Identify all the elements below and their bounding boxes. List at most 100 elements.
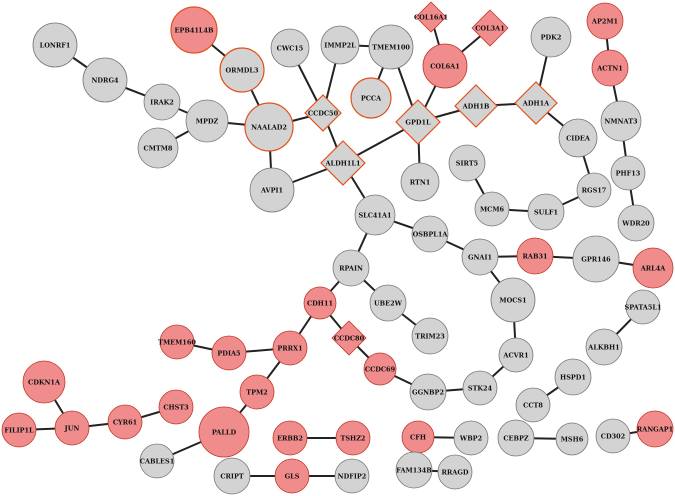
node-jun[interactable]: JUN: [54, 410, 90, 446]
node-circle-shape[interactable]: [461, 238, 499, 276]
node-phf13[interactable]: PHF13: [610, 155, 646, 191]
node-circle-shape[interactable]: [409, 373, 447, 411]
node-diamond-shape[interactable]: [415, 1, 447, 33]
node-circle-shape[interactable]: [490, 277, 536, 323]
node-pdia5[interactable]: PDIA5: [211, 335, 247, 371]
node-diamond-shape[interactable]: [331, 320, 367, 356]
node-col6a1[interactable]: COL6A1: [422, 43, 468, 89]
node-circle-shape[interactable]: [595, 418, 631, 454]
node-circle-shape[interactable]: [158, 389, 194, 425]
node-circle-shape[interactable]: [185, 99, 229, 143]
node-cwc15[interactable]: CWC15: [270, 28, 310, 68]
node-ap2m1[interactable]: AP2M1: [586, 2, 624, 40]
node-gpd1l[interactable]: GPD1L: [395, 99, 441, 145]
node-ggnbp2[interactable]: GGNBP2: [409, 373, 447, 411]
node-hspd1[interactable]: HSPD1: [554, 358, 592, 396]
node-trim23[interactable]: TRIM23: [411, 317, 449, 355]
node-circle-shape[interactable]: [363, 352, 397, 386]
node-mcm6[interactable]: MCM6: [474, 191, 510, 227]
node-circle-shape[interactable]: [368, 24, 414, 70]
node-circle-shape[interactable]: [270, 28, 310, 68]
node-circle-shape[interactable]: [474, 191, 510, 227]
node-mocs1[interactable]: MOCS1: [490, 277, 536, 323]
node-cfh[interactable]: CFH: [401, 420, 435, 454]
node-erbb2[interactable]: ERBB2: [272, 420, 308, 456]
node-circle-shape[interactable]: [610, 155, 646, 191]
node-circle-shape[interactable]: [617, 204, 655, 242]
node-rgs17[interactable]: RGS17: [576, 172, 612, 208]
node-circle-shape[interactable]: [527, 193, 565, 231]
node-tmem100[interactable]: TMEM100: [368, 24, 414, 70]
node-cript[interactable]: CRIPT: [213, 457, 251, 495]
node-chst3[interactable]: CHST3: [158, 389, 194, 425]
node-circle-shape[interactable]: [137, 127, 179, 169]
node-circle-shape[interactable]: [219, 47, 265, 93]
node-circle-shape[interactable]: [244, 102, 294, 152]
node-circle-shape[interactable]: [350, 77, 392, 119]
node-ube2w[interactable]: UBE2W: [369, 284, 407, 322]
node-rangap1[interactable]: RANGAP1: [636, 410, 674, 448]
node-circle-shape[interactable]: [516, 237, 554, 275]
node-circle-shape[interactable]: [558, 118, 598, 158]
node-adh1a[interactable]: ADH1A: [514, 81, 558, 125]
node-spata5l1[interactable]: SPATA5L1: [625, 289, 662, 325]
node-circle-shape[interactable]: [554, 358, 592, 396]
node-cables1[interactable]: CABLES1: [139, 443, 175, 479]
node-circle-shape[interactable]: [239, 374, 275, 410]
node-pcca[interactable]: PCCA: [350, 77, 392, 119]
node-rpain[interactable]: RPAIN: [332, 249, 370, 287]
node-arl4a[interactable]: ARL4A: [632, 247, 674, 289]
node-circle-shape[interactable]: [625, 289, 661, 325]
node-diamond-shape[interactable]: [454, 84, 498, 128]
node-diamond-shape[interactable]: [471, 9, 509, 47]
node-circle-shape[interactable]: [82, 57, 128, 103]
node-ormdl3[interactable]: ORMDL3: [219, 47, 265, 93]
node-tmem160[interactable]: TMEM160: [158, 324, 196, 360]
node-circle-shape[interactable]: [274, 458, 310, 494]
node-circle-shape[interactable]: [497, 419, 535, 457]
node-gnai1[interactable]: GNAI1: [461, 238, 499, 276]
node-filip1l[interactable]: FILIP1L: [1, 412, 37, 448]
node-circle-shape[interactable]: [437, 454, 473, 490]
node-stk24[interactable]: STK24: [462, 370, 498, 406]
node-circle-shape[interactable]: [139, 443, 175, 479]
node-circle-shape[interactable]: [462, 370, 498, 406]
node-wbp2[interactable]: WBP2: [453, 420, 489, 456]
node-diamond-shape[interactable]: [395, 99, 441, 145]
node-circle-shape[interactable]: [448, 144, 486, 182]
node-mpdz[interactable]: MPDZ: [185, 99, 229, 143]
node-circle-shape[interactable]: [354, 194, 396, 236]
node-irak2[interactable]: IRAK2: [143, 83, 181, 121]
node-ccdc69[interactable]: CCDC69: [363, 352, 397, 386]
node-adh1b[interactable]: ADH1B: [454, 84, 498, 128]
node-diamond-shape[interactable]: [304, 94, 342, 132]
node-circle-shape[interactable]: [600, 100, 642, 142]
node-circle-shape[interactable]: [411, 317, 449, 355]
node-circle-shape[interactable]: [159, 324, 195, 360]
node-cebpz[interactable]: CEBPZ: [497, 419, 535, 457]
node-circle-shape[interactable]: [213, 457, 251, 495]
node-cdkn1a[interactable]: CDKN1A: [22, 360, 66, 404]
node-diamond-shape[interactable]: [514, 81, 558, 125]
node-circle-shape[interactable]: [395, 451, 433, 489]
node-circle-shape[interactable]: [211, 335, 247, 371]
node-fam134b[interactable]: FAM134B: [395, 451, 433, 489]
node-ndfip2[interactable]: NDFIP2: [334, 458, 370, 494]
node-osbpl1a[interactable]: OSBPL1A: [411, 215, 449, 253]
node-circle-shape[interactable]: [591, 49, 629, 87]
node-tpm2[interactable]: TPM2: [239, 374, 275, 410]
node-prrx1[interactable]: PRRX1: [272, 330, 308, 366]
node-circle-shape[interactable]: [1, 412, 37, 448]
node-col16a1[interactable]: COL16A1: [414, 1, 448, 33]
node-circle-shape[interactable]: [272, 420, 308, 456]
node-palld[interactable]: PALLD: [198, 406, 250, 458]
node-cidea[interactable]: CIDEA: [558, 118, 598, 158]
node-circle-shape[interactable]: [54, 410, 90, 446]
node-circle-shape[interactable]: [335, 420, 371, 456]
node-circle-shape[interactable]: [143, 83, 181, 121]
node-cd302[interactable]: CD302: [595, 418, 631, 454]
node-tshz2[interactable]: TSHZ2: [335, 420, 371, 456]
node-circle-shape[interactable]: [572, 235, 620, 283]
node-circle-shape[interactable]: [411, 215, 449, 253]
node-msh6[interactable]: MSH6: [555, 422, 589, 456]
